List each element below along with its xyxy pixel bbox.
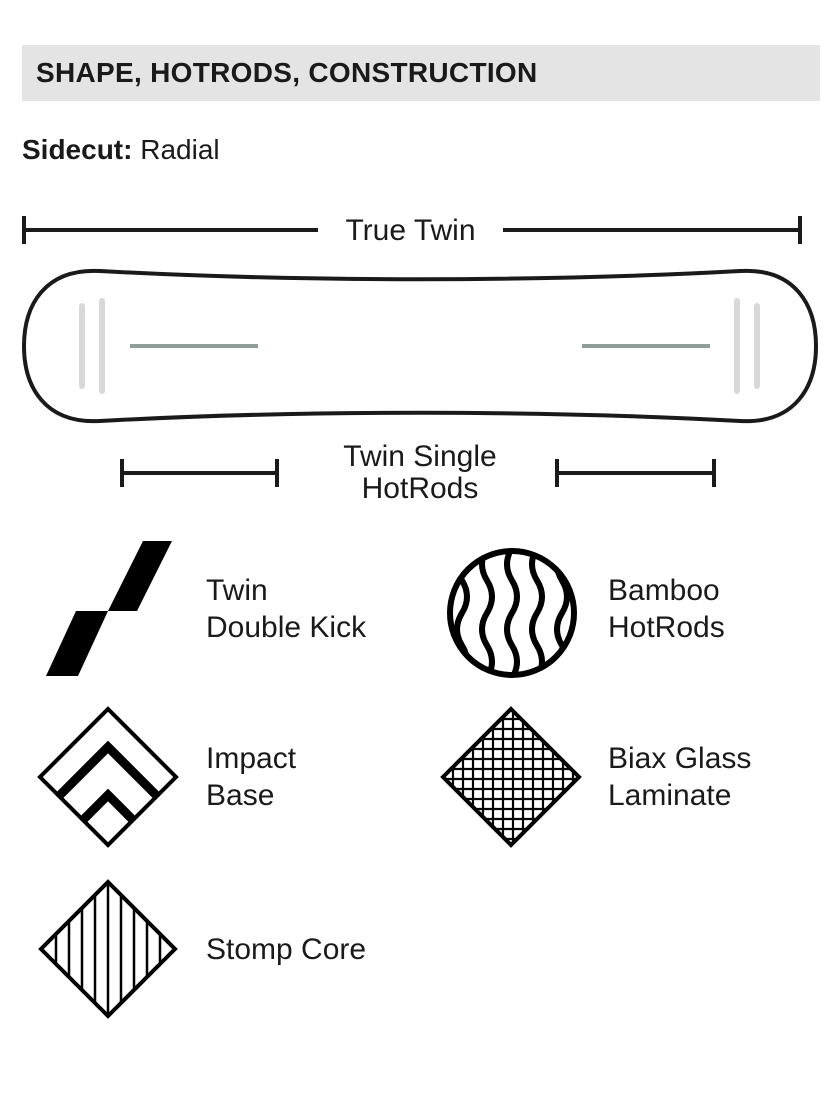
- bamboo-hotrods-icon: [447, 548, 577, 678]
- feature-line2: Double Kick: [206, 611, 367, 644]
- sidecut-value: Radial: [140, 134, 220, 165]
- true-twin-dimension-line: [22, 216, 802, 244]
- feature-line1: Impact: [206, 742, 297, 775]
- section-title: SHAPE, HOTRODS, CONSTRUCTION: [36, 57, 538, 88]
- feature-line2: Laminate: [608, 779, 732, 812]
- feature-line1: Biax Glass: [608, 742, 752, 775]
- sidecut-spec: Sidecut: Radial: [22, 132, 220, 168]
- true-twin-label: True Twin: [318, 212, 503, 249]
- feature-line1: Twin: [206, 574, 268, 607]
- impact-base-icon: [37, 706, 179, 848]
- stomp-core-icon: [38, 879, 178, 1019]
- board-outline: [21, 268, 819, 424]
- feature-stomp-core-label: Stomp Core: [206, 931, 366, 968]
- hotrods-label: Twin Single HotRods: [300, 441, 540, 505]
- feature-line2: Base: [206, 779, 275, 812]
- biax-glass-icon: [440, 706, 582, 848]
- section-header: SHAPE, HOTRODS, CONSTRUCTION: [22, 45, 820, 101]
- hotrods-label-line1: Twin Single: [343, 440, 497, 473]
- feature-double-kick-label: Twin Double Kick: [206, 572, 366, 646]
- sidecut-label: Sidecut:: [22, 134, 133, 165]
- hotrods-label-line2: HotRods: [361, 472, 479, 505]
- feature-line1: Bamboo: [608, 574, 720, 607]
- feature-line2: HotRods: [608, 611, 725, 644]
- tip-lines: [79, 298, 760, 394]
- hotrods-dimension-lines: [120, 459, 716, 487]
- double-kick-icon: [46, 541, 172, 676]
- feature-line1: Stomp Core: [206, 933, 367, 966]
- feature-bamboo-hotrods-label: Bamboo HotRods: [608, 572, 725, 646]
- feature-impact-base-label: Impact Base: [206, 740, 296, 814]
- feature-biax-glass-label: Biax Glass Laminate: [608, 740, 751, 814]
- shape-label: True Twin: [345, 214, 476, 247]
